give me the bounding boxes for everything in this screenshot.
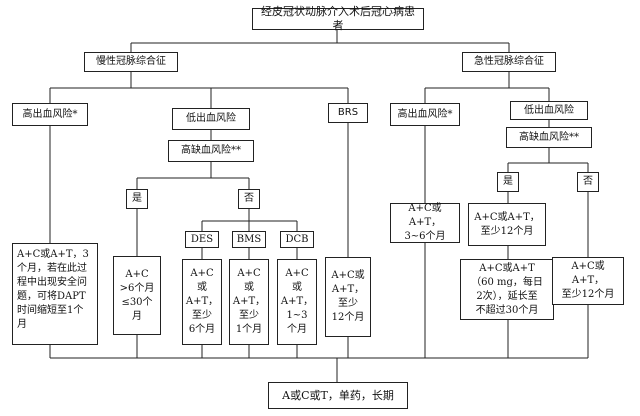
regimen-line: 至少 [192,310,212,321]
stable-yes-regimen: A+C >6个月 ≤30个月 [113,256,161,335]
regimen-line: A+T， [280,296,314,307]
regimen-line: 至少12个月 [561,289,615,300]
stable-high-ischemia-node: 高缺血风险** [168,140,254,162]
acute-no-node: 否 [577,172,599,192]
regimen-line: A+C [125,268,149,280]
acute-high-ischemia-node: 高缺血风险** [506,127,592,148]
regimen-line: A+C或 [190,268,214,293]
regimen-line: 1个月 [235,324,263,335]
stable-yes-node: 是 [126,189,148,209]
regimen-line: A+T， [232,296,266,307]
bms-node: BMS [232,231,266,248]
regimen-line: A+C或A+T， [474,211,540,223]
brs-regimen: A+C或 A+T， 至少 12个月 [325,257,371,337]
acute-acs-node: 急性冠脉综合征 [462,52,556,72]
bms-regimen: A+C或 A+T， 至少 1个月 [229,259,269,345]
regimen-line: A+T， [331,284,365,295]
stable-ccs-node: 慢性冠脉综合征 [84,52,178,72]
stable-low-bleed-node: 低出血风险 [172,108,250,130]
regimen-line: 12个月 [331,312,365,323]
stable-high-bleed-regimen: A+C或A+T，3个月，若在此过程中出现安全问题，可将DAPT时间缩短至1个月 [12,243,98,345]
regimen-line: 6个月 [188,324,216,335]
regimen-line: 至少 [239,310,259,321]
dcb-node: DCB [280,231,314,248]
stable-no-node: 否 [238,189,260,209]
regimen-line: A+C或 [331,270,365,281]
root-node: 经皮冠状动脉介入术后冠心病患者 [252,5,424,32]
stable-high-bleed-node: 高出血风险* [12,103,88,126]
acute-low-bleed-node: 低出血风险 [510,101,588,120]
regimen-line: （60 mg，每日 [471,276,543,288]
acute-high-bleed-node: 高出血风险* [390,103,460,126]
regimen-line: 3~6个月 [404,231,446,242]
final-monotherapy-node: A或C或T，单药，长期 [268,382,408,409]
acute-yes-regimen: A+C或A+T， 至少12个月 [468,203,546,246]
acute-yes-extended-regimen: A+C或A+T （60 mg，每日 2次），延长至 不超过30个月 [460,259,554,320]
regimen-line: 1~3 [286,310,308,321]
regimen-line: 个月 [287,324,307,335]
regimen-line: ≤30个月 [121,296,153,322]
regimen-line: A+C或A+T， [571,261,605,286]
acute-yes-node: 是 [497,172,519,192]
regimen-line: A+C或 [285,268,309,293]
acute-no-regimen: A+C或A+T， 至少12个月 [552,257,624,305]
regimen-line: A+C或A+T， [408,203,442,228]
regimen-line: A+T， [185,296,219,307]
brs-node: BRS [328,103,368,123]
regimen-line: 至少12个月 [480,225,534,237]
regimen-line: A+C或A+T [479,262,535,274]
dcb-regimen: A+C或 A+T， 1~3 个月 [277,259,317,345]
regimen-line: 不超过30个月 [475,304,539,316]
des-node: DES [185,231,219,248]
regimen-line: >6个月 [119,282,155,294]
regimen-line: A+C或 [237,268,261,293]
des-regimen: A+C或 A+T， 至少 6个月 [182,259,222,345]
regimen-line: 2次），延长至 [476,290,538,302]
acute-high-bleed-regimen: A+C或A+T， 3~6个月 [390,203,460,243]
regimen-line: 至少 [338,298,358,309]
